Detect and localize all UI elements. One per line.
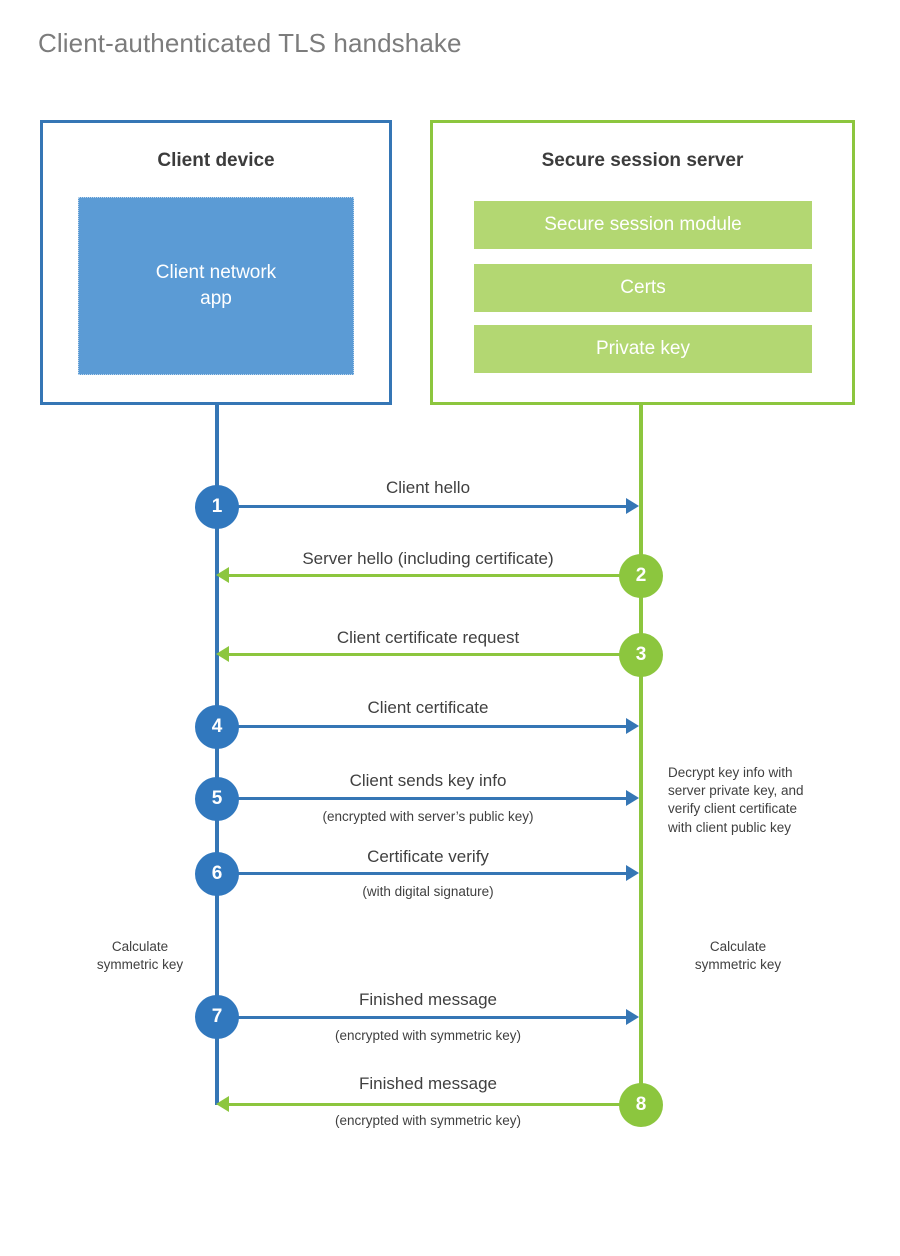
step-2-label: Server hello (including certificate) [302,549,554,568]
secure-session-server-box: Secure session server Secure session mod… [430,120,855,405]
client-device-box: Client device Client network app [40,120,392,405]
page-title: Client-authenticated TLS handshake [38,28,462,58]
step-4-arrow-head [626,718,639,734]
server-decrypt-note: Decrypt key info with server private key… [668,765,804,835]
client-lifeline [215,405,219,1105]
step-8-sublabel: (encrypted with symmetric key) [334,1113,522,1128]
step-6-arrow-head [626,865,639,881]
server-component-certs: Certs [474,264,812,312]
server-component-private-key: Private key [474,325,812,373]
step-3-label: Client certificate request [336,628,520,647]
step-3-marker[interactable]: 3 [619,633,663,677]
step-6-sublabel: (with digital signature) [362,884,494,899]
secure-session-server-title: Secure session server [541,150,744,171]
client-calculate-symmetric-key-note: Calculate symmetric key [96,939,184,973]
step-7-arrow-line [217,1016,627,1019]
step-5-sublabel: (encrypted with server’s public key) [322,809,534,824]
step-8-marker[interactable]: 8 [619,1083,663,1127]
step-6-label: Certificate verify [367,847,489,866]
step-6-marker[interactable]: 6 [195,852,239,896]
step-2-marker[interactable]: 2 [619,554,663,598]
client-device-title: Client device [157,150,275,171]
step-1-label: Client hello [385,478,471,497]
step-7-sublabel: (encrypted with symmetric key) [334,1028,522,1043]
server-lifeline [639,405,643,1105]
step-4-label: Client certificate [367,698,489,717]
step-3-arrow-head [216,646,229,662]
step-2-arrow-head [216,567,229,583]
step-1-arrow-line [217,505,627,508]
step-3-arrow-line [228,653,639,656]
step-5-label: Client sends key info [349,771,507,790]
step-5-arrow-head [626,790,639,806]
server-component-secure-session-module: Secure session module [474,201,812,249]
step-1-arrow-head [626,498,639,514]
step-7-marker[interactable]: 7 [195,995,239,1039]
step-5-arrow-line [217,797,627,800]
step-8-arrow-head [216,1096,229,1112]
step-8-label: Finished message [359,1074,497,1093]
step-6-arrow-line [217,872,627,875]
step-4-marker[interactable]: 4 [195,705,239,749]
step-2-arrow-line [228,574,639,577]
step-5-marker[interactable]: 5 [195,777,239,821]
client-network-app-block: Client network app [78,197,354,375]
step-4-arrow-line [217,725,627,728]
step-8-arrow-line [228,1103,639,1106]
server-calculate-symmetric-key-note: Calculate symmetric key [694,939,782,973]
step-1-marker[interactable]: 1 [195,485,239,529]
step-7-label: Finished message [359,990,497,1009]
step-7-arrow-head [626,1009,639,1025]
